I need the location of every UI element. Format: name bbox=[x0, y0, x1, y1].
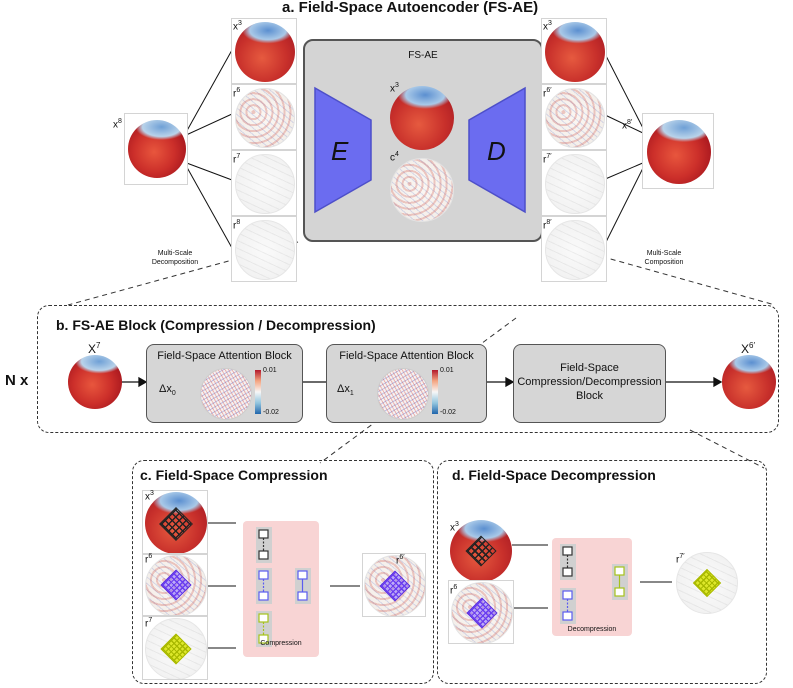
attention-block-2-title: Field-Space Attention Block bbox=[339, 350, 474, 362]
globe-x3-right bbox=[545, 22, 605, 82]
colorbar-attn-2 bbox=[432, 370, 438, 414]
colorbar-2-min: -0.02 bbox=[440, 409, 456, 416]
label-x8p: x8′ bbox=[622, 119, 633, 132]
frame-r6p-right bbox=[541, 84, 607, 150]
line-x8-to-r8 bbox=[183, 161, 233, 249]
globe-r7-left bbox=[235, 154, 295, 214]
frame-r8-left bbox=[231, 216, 297, 282]
label-c-x3: x3 bbox=[145, 490, 154, 503]
label-r7p-right: r7′ bbox=[543, 153, 552, 166]
label-r8-left: r8 bbox=[233, 219, 241, 232]
globe-b-input-x7 bbox=[68, 355, 122, 409]
encoder-shape bbox=[314, 86, 372, 214]
compression-nodes bbox=[256, 527, 311, 647]
attention-2-delta: Δx1 bbox=[337, 383, 354, 398]
globe-attn-1 bbox=[200, 368, 252, 420]
globe-b-output-x6p bbox=[722, 355, 776, 409]
frame-c-output bbox=[362, 553, 426, 617]
frame-c-r6 bbox=[142, 554, 208, 616]
label-c-r6: r6 bbox=[145, 553, 153, 566]
globe-x3-left bbox=[235, 22, 295, 82]
globe-code-c4 bbox=[390, 158, 454, 222]
globe-frame-x8p bbox=[642, 113, 714, 189]
label-c-r7: r7 bbox=[145, 617, 153, 630]
block-d-container bbox=[437, 460, 767, 684]
label-b-x7: X7 bbox=[88, 341, 101, 356]
attention-block-1-title: Field-Space Attention Block bbox=[157, 350, 292, 362]
frame-r7-left bbox=[231, 150, 297, 216]
encoder-label: E bbox=[331, 136, 349, 166]
title-b: b. FS-AE Block (Compression / Decompress… bbox=[56, 317, 376, 333]
label-x3-right: x3 bbox=[543, 20, 552, 33]
label-x8: x8 bbox=[113, 118, 122, 131]
label-b-x6p: X6′ bbox=[741, 341, 755, 356]
colorbar-1-min: -0.02 bbox=[263, 409, 279, 416]
decoder-shape bbox=[468, 86, 526, 214]
label-r8p-right: r8′ bbox=[543, 219, 552, 232]
decompression-nodes bbox=[560, 544, 628, 624]
colorbar-1-max: 0.01 bbox=[263, 367, 277, 374]
globe-x8 bbox=[128, 120, 186, 178]
globe-r7p-right bbox=[545, 154, 605, 214]
title-d: d. Field-Space Decompression bbox=[452, 467, 656, 483]
label-r6-left: r6 bbox=[233, 87, 241, 100]
decoder-label: D bbox=[487, 136, 506, 166]
frame-r8p-right bbox=[541, 216, 607, 282]
frame-x3-left bbox=[231, 18, 297, 84]
frame-r7p-right bbox=[541, 150, 607, 216]
line-r8p-to-out bbox=[602, 163, 646, 249]
zoom-line-cd-right bbox=[689, 429, 765, 469]
frame-c-r7 bbox=[142, 616, 208, 680]
globe-latent-x3 bbox=[390, 86, 454, 150]
title-a: a. Field-Space Autoencoder (FS-AE) bbox=[282, 0, 539, 16]
block-b-container bbox=[37, 305, 779, 433]
globe-r6-left bbox=[235, 88, 295, 148]
line-x3p-to-out bbox=[602, 49, 646, 133]
label-d-output: r7′ bbox=[676, 553, 685, 566]
colorbar-2-max: 0.01 bbox=[440, 367, 454, 374]
line-x8-to-r6 bbox=[183, 113, 233, 137]
label-r6p-right: r6′ bbox=[543, 87, 552, 100]
globe-r8-left bbox=[235, 220, 295, 280]
label-code-c4: c4 bbox=[390, 151, 399, 164]
globe-attn-2 bbox=[377, 368, 429, 420]
frame-c-x3 bbox=[142, 490, 208, 554]
globe-frame-x8 bbox=[124, 113, 188, 185]
block-c-container bbox=[132, 460, 434, 684]
line-x8-to-r7 bbox=[183, 161, 233, 181]
frame-r6-left bbox=[231, 84, 297, 150]
label-x3-left: x3 bbox=[233, 20, 242, 33]
title-c: c. Field-Space Compression bbox=[140, 467, 328, 483]
label-r7-left: r7 bbox=[233, 153, 241, 166]
globe-x8p bbox=[647, 120, 711, 184]
label-c-output: r6′ bbox=[396, 554, 405, 567]
frame-x3-right bbox=[541, 18, 607, 84]
label-latent-x3: x3 bbox=[390, 82, 399, 95]
compression-caption: Compression bbox=[260, 640, 302, 647]
line-x8-to-x3 bbox=[183, 49, 233, 137]
label-d-r6: r6 bbox=[450, 584, 458, 597]
n-times-label: N x bbox=[5, 372, 29, 389]
label-d-x3: x3 bbox=[450, 521, 459, 534]
compression-block-label: Field-Space Compression/Decompression Bl… bbox=[517, 362, 662, 402]
caption-composition: Multi-Scale Composition bbox=[644, 250, 684, 266]
caption-decomposition: Multi-Scale Decomposition bbox=[151, 250, 199, 266]
attention-1-delta: Δx0 bbox=[159, 383, 176, 398]
fsae-title: FS-AE bbox=[408, 50, 438, 61]
line-r7p-to-out bbox=[602, 161, 646, 181]
compression-decompression-block bbox=[513, 344, 666, 423]
globe-r8p-right bbox=[545, 220, 605, 280]
frame-d-r6 bbox=[448, 580, 514, 644]
decompression-caption: Decompression bbox=[567, 626, 617, 633]
colorbar-attn-1 bbox=[255, 370, 261, 414]
globe-r6p-right bbox=[545, 88, 605, 148]
line-r6p-to-out bbox=[602, 113, 646, 135]
